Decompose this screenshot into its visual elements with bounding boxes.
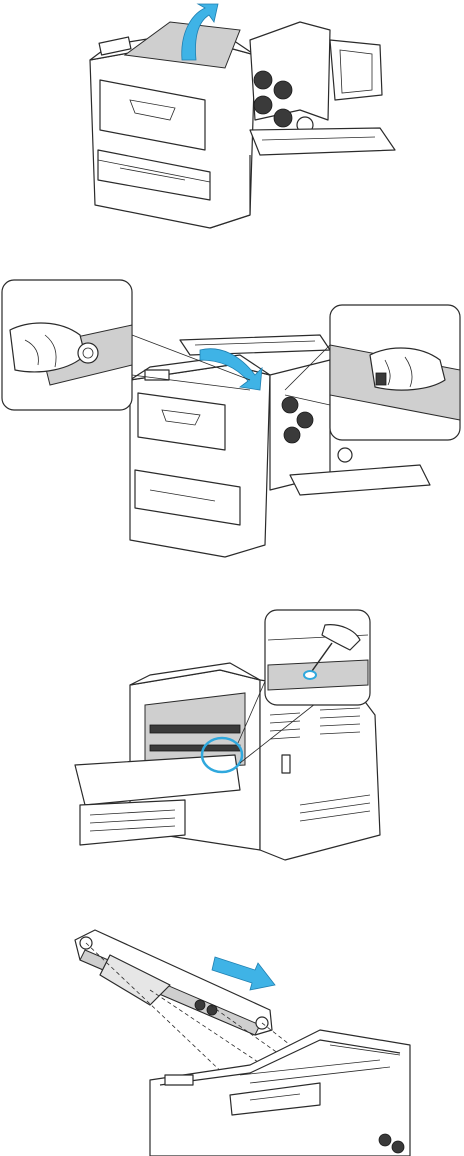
step-4-reinstall-rod bbox=[0, 915, 464, 1156]
insert-arrow bbox=[212, 957, 275, 990]
printer-cover-open-illustration bbox=[0, 0, 464, 235]
swab-tip bbox=[304, 671, 316, 679]
step-2-remove-rod bbox=[0, 275, 464, 565]
cleaning-rod-reinstall-illustration bbox=[0, 915, 464, 1156]
cleaning-rod-removal-illustration bbox=[0, 275, 464, 565]
step-1-open-cover bbox=[0, 0, 464, 235]
inset-left-grip bbox=[2, 280, 132, 410]
bottom-door bbox=[250, 128, 395, 155]
side-latch bbox=[282, 755, 290, 773]
step-3-clean-sensor bbox=[0, 605, 464, 870]
inset-right-grip bbox=[330, 305, 460, 440]
rear-sensor-cleaning-illustration bbox=[0, 605, 464, 870]
cleaning-rod bbox=[75, 930, 272, 1035]
control-panel bbox=[165, 1075, 193, 1085]
inset-swab-cleaning bbox=[265, 610, 370, 705]
side-door bbox=[330, 40, 382, 100]
